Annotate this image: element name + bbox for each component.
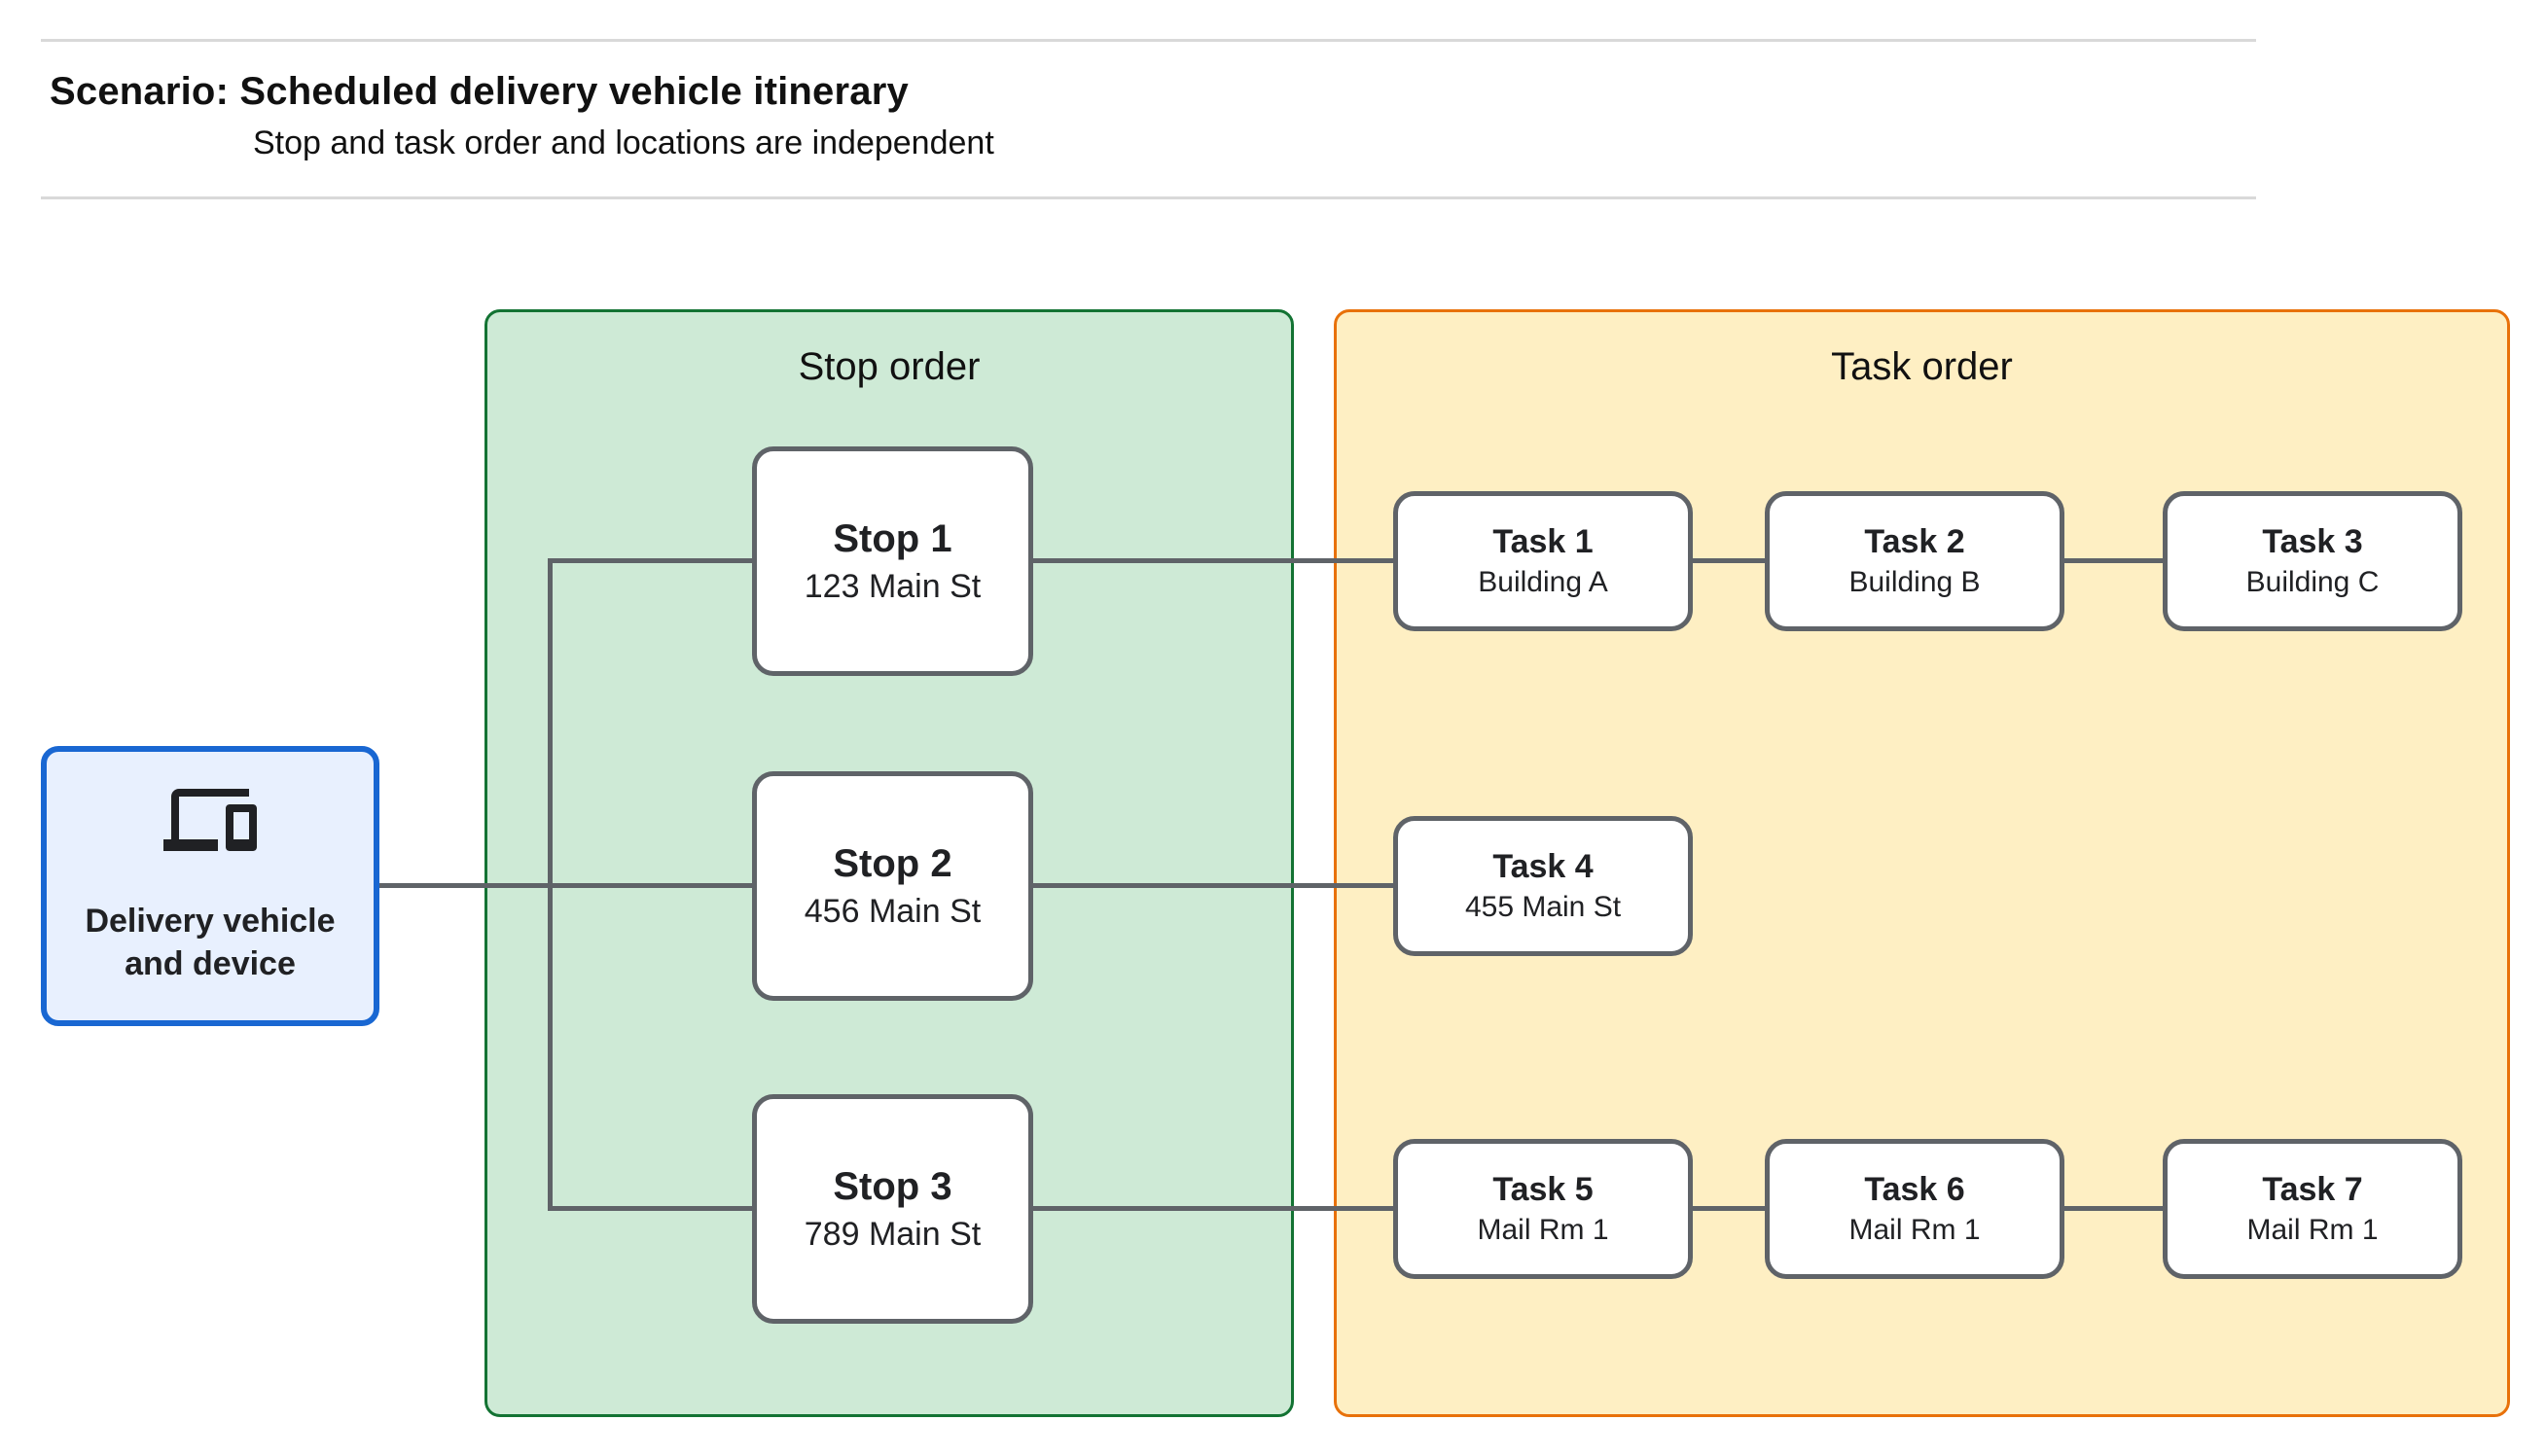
connector-task1-task2 xyxy=(1693,558,1765,563)
bottom-divider xyxy=(41,196,2256,199)
task-7-location: Mail Rm 1 xyxy=(2246,1214,2379,1246)
task-6-node: Task 6 Mail Rm 1 xyxy=(1765,1139,2064,1279)
task-4-node: Task 4 455 Main St xyxy=(1393,816,1693,956)
task-1-location: Building A xyxy=(1478,566,1608,598)
task-1-node: Task 1 Building A xyxy=(1393,491,1693,631)
stop-1-title: Stop 1 xyxy=(833,517,952,560)
stop-3-title: Stop 3 xyxy=(833,1165,952,1208)
connector-stop2-task4 xyxy=(1033,883,1393,888)
device-label-line1: Delivery vehicle xyxy=(85,903,336,940)
stop-2-title: Stop 2 xyxy=(833,842,952,885)
stop-3-location: 789 Main St xyxy=(804,1216,982,1253)
connector-stop3-task5 xyxy=(1033,1206,1393,1211)
task-3-title: Task 3 xyxy=(2262,523,2363,560)
stop-2-node: Stop 2 456 Main St xyxy=(752,771,1033,1001)
connector-stop1-task1 xyxy=(1033,558,1393,563)
task-2-node: Task 2 Building B xyxy=(1765,491,2064,631)
task-order-title: Task order xyxy=(1831,345,2013,388)
task-5-title: Task 5 xyxy=(1492,1171,1594,1208)
task-6-location: Mail Rm 1 xyxy=(1848,1214,1981,1246)
connector-trunk xyxy=(548,558,553,1211)
device-label: Delivery vehicle and device xyxy=(85,900,335,985)
delivery-vehicle-node: Delivery vehicle and device xyxy=(41,746,379,1026)
connector-task6-task7 xyxy=(2064,1206,2163,1211)
task-3-node: Task 3 Building C xyxy=(2163,491,2462,631)
task-4-title: Task 4 xyxy=(1492,848,1594,885)
task-7-title: Task 7 xyxy=(2262,1171,2363,1208)
connector-task5-task6 xyxy=(1693,1206,1765,1211)
task-6-title: Task 6 xyxy=(1864,1171,1965,1208)
stop-order-title: Stop order xyxy=(798,345,981,388)
connector-branch-stop3 xyxy=(548,1206,752,1211)
top-divider xyxy=(41,39,2256,42)
connector-device-to-stop2 xyxy=(379,883,752,888)
device-label-line2: and device xyxy=(125,945,296,982)
task-2-location: Building B xyxy=(1848,566,1981,598)
task-3-location: Building C xyxy=(2245,566,2380,598)
task-1-title: Task 1 xyxy=(1492,523,1594,560)
page-title: Scenario: Scheduled delivery vehicle iti… xyxy=(50,70,909,113)
task-4-location: 455 Main St xyxy=(1464,891,1622,923)
stop-1-location: 123 Main St xyxy=(804,568,982,605)
stop-3-node: Stop 3 789 Main St xyxy=(752,1094,1033,1324)
task-5-location: Mail Rm 1 xyxy=(1477,1214,1609,1246)
page-subtitle: Stop and task order and locations are in… xyxy=(253,124,994,161)
connector-branch-stop1 xyxy=(548,558,752,563)
connector-task2-task3 xyxy=(2064,558,2163,563)
task-5-node: Task 5 Mail Rm 1 xyxy=(1393,1139,1693,1279)
task-7-node: Task 7 Mail Rm 1 xyxy=(2163,1139,2462,1279)
devices-icon xyxy=(163,789,257,851)
stop-2-location: 456 Main St xyxy=(804,893,982,930)
stop-1-node: Stop 1 123 Main St xyxy=(752,446,1033,676)
task-2-title: Task 2 xyxy=(1864,523,1965,560)
